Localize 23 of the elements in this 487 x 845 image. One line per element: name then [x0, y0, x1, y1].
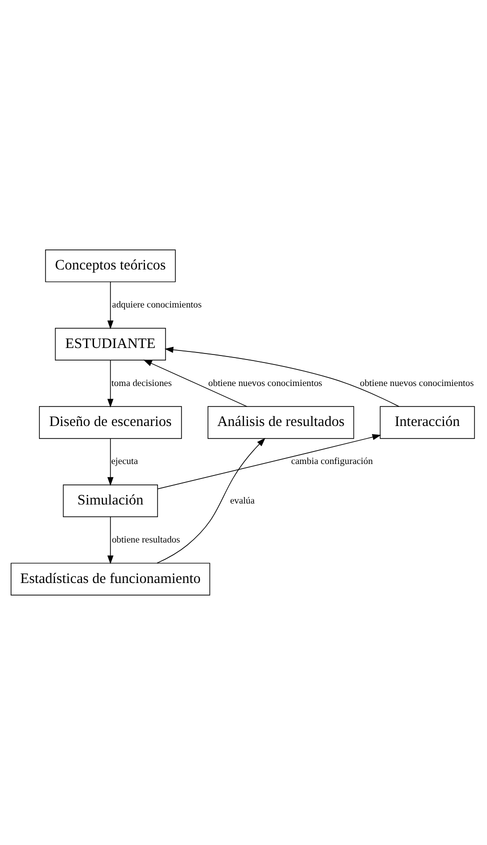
arrow — [107, 360, 114, 408]
node-box: ESTUDIANTE — [54, 328, 166, 360]
arrow — [157, 434, 382, 490]
edge-label: adquiere conocimientos — [112, 300, 202, 310]
arrow — [107, 438, 114, 486]
arrow — [107, 282, 114, 330]
node-box: Análisis de resultados — [208, 406, 354, 439]
edge-label: obtiene nuevos conocimientos — [360, 378, 474, 389]
node-box: Simulación — [62, 484, 158, 518]
arrow — [107, 516, 114, 564]
edge-label: ejecuta — [111, 457, 138, 468]
edge-label: cambia configuración — [291, 457, 373, 468]
arrow — [164, 346, 400, 407]
edge-label: obtiene resultados — [112, 535, 180, 546]
arrow — [156, 438, 266, 564]
node-box: Estadísticas de funcionamiento — [10, 562, 210, 596]
edge-label: obtiene nuevos conocimientos — [208, 378, 322, 389]
node-box: Interacción — [380, 406, 475, 439]
arrow — [143, 360, 248, 407]
node-box: Conceptos teóricos — [45, 250, 176, 282]
edge-label: evalúa — [230, 496, 255, 506]
edge-label: toma decisiones — [111, 378, 172, 389]
node-box: Diseño de escenarios — [39, 406, 182, 439]
